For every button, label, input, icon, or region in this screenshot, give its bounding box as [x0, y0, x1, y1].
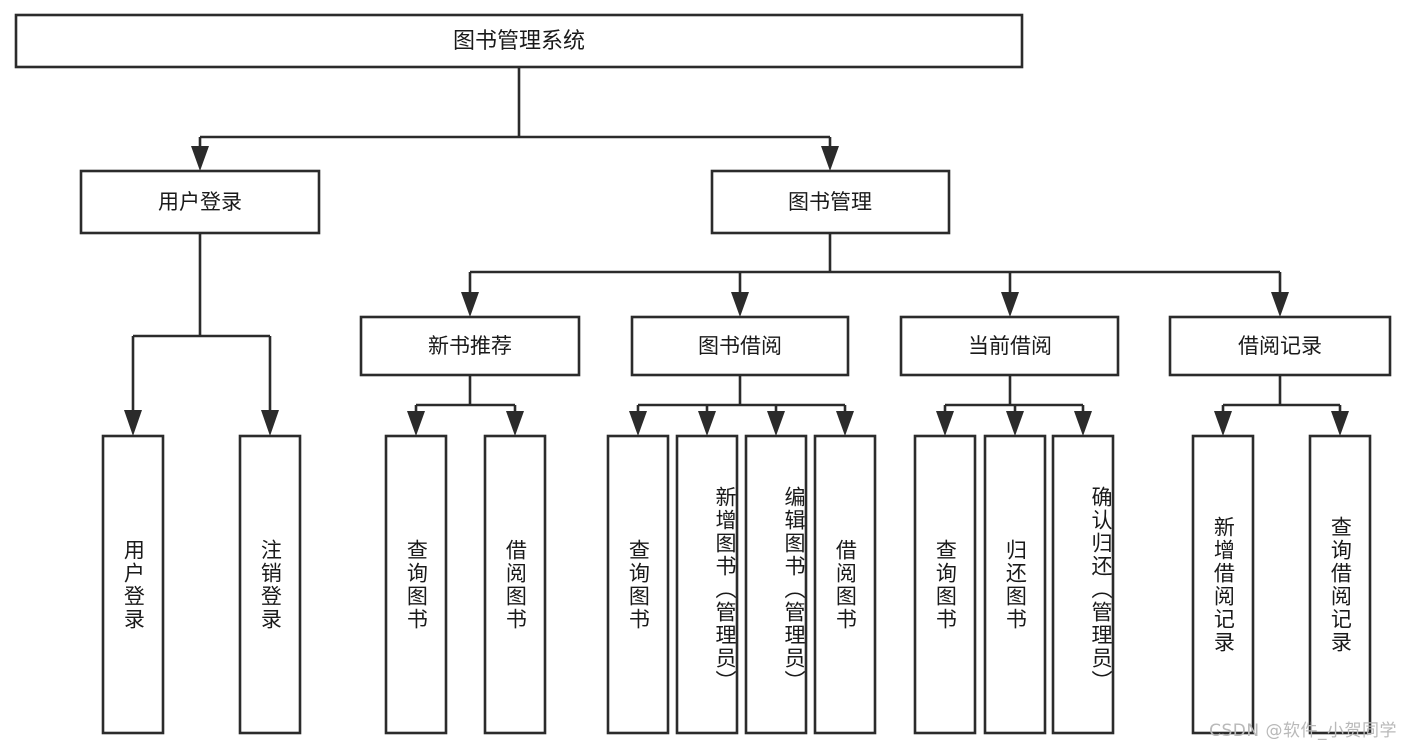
arrow-head-icon — [936, 411, 954, 436]
leaf-boxes — [101, 434, 1372, 735]
node-book-borrow[interactable]: 图书借阅 — [630, 315, 850, 377]
node-book-borrow-box[interactable] — [630, 315, 850, 377]
leaf-box-query-book-2[interactable] — [606, 434, 670, 735]
arrow-head-icon — [821, 146, 839, 171]
leaf-box-borrow-book-2[interactable] — [813, 434, 877, 735]
node-book-manage-box[interactable] — [710, 169, 951, 235]
leaf-box-add-book[interactable] — [675, 434, 739, 735]
arrow-head-icon — [1271, 292, 1289, 317]
arrow-head-icon — [698, 411, 716, 436]
node-new-book-recommend[interactable]: 新书推荐 — [359, 315, 581, 377]
leaf-box-return-book[interactable] — [983, 434, 1047, 735]
node-book-manage-label: 图书管理 — [788, 190, 872, 214]
arrow-head-icon — [407, 411, 425, 436]
node-book-borrow-label: 图书借阅 — [698, 334, 782, 358]
node-user-login-box[interactable] — [79, 169, 321, 235]
leaf-box-query-record[interactable] — [1308, 434, 1372, 735]
node-current-borrow-box[interactable] — [899, 315, 1120, 377]
arrow-head-icon — [261, 410, 279, 436]
arrow-head-icon — [836, 411, 854, 436]
arrow-head-icon — [1214, 411, 1232, 436]
arrow-head-icon — [1001, 292, 1019, 317]
node-book-manage[interactable]: 图书管理 — [710, 169, 951, 235]
node-borrow-record[interactable]: 借阅记录 — [1168, 315, 1392, 377]
connector-newbook-to-leaves — [407, 375, 524, 436]
node-borrow-record-box[interactable] — [1168, 315, 1392, 377]
connector-borrowrecord-to-leaves — [1214, 375, 1349, 436]
arrow-head-icon — [1074, 411, 1092, 436]
connector-currentborrow-to-leaves — [936, 375, 1092, 436]
leaf-box-borrow-book-1[interactable] — [483, 434, 547, 735]
node-current-borrow-label: 当前借阅 — [968, 334, 1052, 358]
node-new-book-recommend-box[interactable] — [359, 315, 581, 377]
node-current-borrow[interactable]: 当前借阅 — [899, 315, 1120, 377]
leaf-box-add-record[interactable] — [1191, 434, 1255, 735]
arrow-head-icon — [1006, 411, 1024, 436]
arrow-head-icon — [191, 146, 209, 171]
arrow-head-icon — [767, 411, 785, 436]
node-root-box[interactable] — [14, 13, 1024, 69]
arrow-head-icon — [731, 292, 749, 317]
leaf-box-query-book-1[interactable] — [384, 434, 448, 735]
leaf-box-user-login[interactable] — [101, 434, 165, 735]
node-user-login[interactable]: 用户登录 — [79, 169, 321, 235]
connector-root-to-level2 — [191, 67, 839, 171]
connector-bookmanage-to-level3 — [461, 233, 1289, 317]
arrow-head-icon — [629, 411, 647, 436]
leaf-box-confirm-return[interactable] — [1051, 434, 1115, 735]
connector-userlogin-to-leaves — [124, 233, 279, 436]
leaf-box-user-logout[interactable] — [238, 434, 302, 735]
node-borrow-record-label: 借阅记录 — [1238, 334, 1322, 358]
arrow-head-icon — [461, 292, 479, 317]
node-root[interactable]: 图书管理系统 — [14, 13, 1024, 69]
connector-bookborrow-to-leaves — [629, 375, 854, 436]
leaf-box-edit-book[interactable] — [744, 434, 808, 735]
leaf-box-query-book-3[interactable] — [913, 434, 977, 735]
node-user-login-label: 用户登录 — [158, 190, 242, 214]
arrow-head-icon — [124, 410, 142, 436]
node-root-label: 图书管理系统 — [453, 29, 585, 54]
node-new-book-recommend-label: 新书推荐 — [428, 334, 512, 358]
watermark-text: CSDN @软件_小贺同学 — [1209, 721, 1397, 741]
arrow-head-icon — [1331, 411, 1349, 436]
arrow-head-icon — [506, 411, 524, 436]
